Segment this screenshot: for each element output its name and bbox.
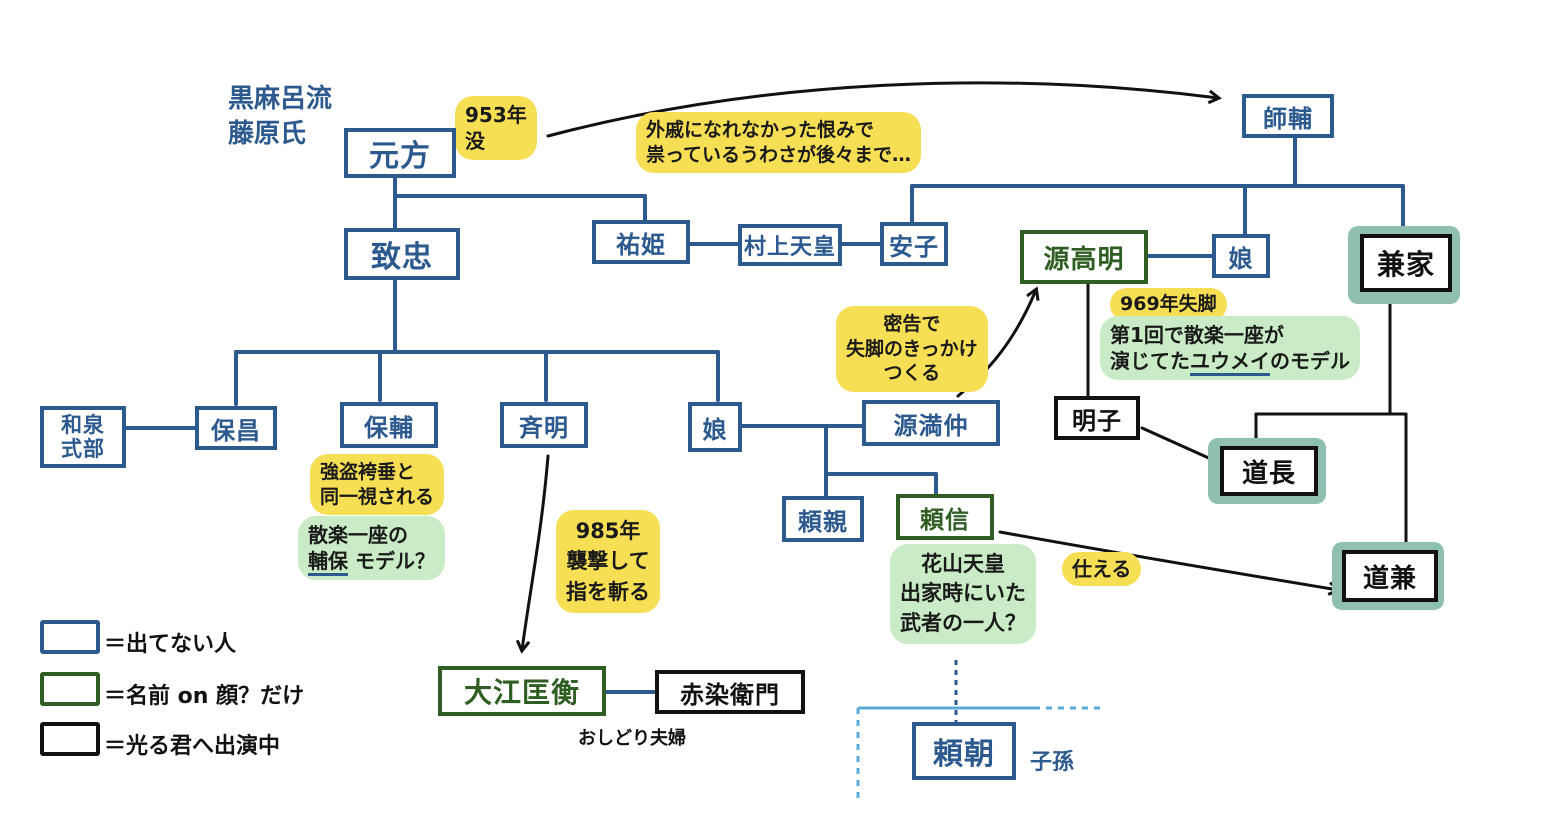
legend-box-black [40, 722, 100, 756]
node-akazome-emon[interactable]: 赤染衛門 [655, 670, 805, 714]
node-yorinobu[interactable]: 頼信 [896, 494, 994, 540]
note-yasusuke-model-suffix: モデル？ [348, 549, 435, 573]
node-michinaga[interactable]: 道長 [1220, 446, 1318, 496]
node-murakami[interactable]: 村上天皇 [738, 224, 842, 266]
node-oe-masahira[interactable]: 大江匡衡 [438, 666, 606, 716]
legend-box-blue [40, 620, 100, 654]
note-yasusuke-model-text: 散楽一座の [308, 523, 408, 547]
note-takaakira-model-suffix: のモデル [1270, 349, 1350, 373]
clan-label-line2: 藤原氏 [228, 119, 307, 150]
note-yasusuke-hakamadare: 強盗袴垂と 同一視される [310, 454, 445, 516]
legend-box-green [40, 672, 100, 706]
node-yorichika[interactable]: 頼親 [782, 496, 864, 542]
node-izumi-shikibu[interactable]: 和泉 式部 [40, 406, 126, 468]
node-takaakira[interactable]: 源高明 [1020, 230, 1148, 284]
node-anshi[interactable]: 安子 [880, 222, 948, 266]
legend-text-green: ＝名前 on 顔？だけ [104, 684, 305, 709]
node-sukehime[interactable]: 祐姫 [592, 220, 690, 264]
legend-text-blue: ＝出てない人 [104, 632, 237, 657]
label-shison: 子孫 [1030, 750, 1075, 775]
clan-label: 黒麻呂流 藤原氏 [228, 82, 332, 152]
note-serves: 仕える [1062, 552, 1142, 586]
note-yorinobu-kazan: 花山天皇 出家時にいた 武者の一人？ [890, 544, 1036, 645]
legend-text-black: ＝光る君へ出演中 [104, 734, 281, 759]
note-takaakira-fall: 969年失脚 [1110, 288, 1227, 321]
note-grudge: 外戚になれなかった恨みで 祟っているうわさが後々まで… [636, 112, 922, 174]
clan-label-line1: 黒麻呂流 [228, 84, 333, 114]
note-takaakira-model: 第1回で散楽一座が 演じてたユウメイのモデル [1100, 316, 1360, 380]
node-yasusuke[interactable]: 保輔 [340, 402, 438, 448]
node-morosuke[interactable]: 師輔 [1242, 94, 1334, 138]
label-oshidori: おしどり夫婦 [578, 728, 686, 749]
node-musume-left[interactable]: 娘 [688, 402, 742, 452]
node-akiko[interactable]: 明子 [1054, 396, 1140, 440]
node-munetada[interactable]: 致忠 [344, 228, 460, 280]
node-motokata[interactable]: 元方 [344, 128, 456, 178]
note-takaakira-model-underline: ユウメイ [1190, 349, 1270, 376]
node-yoritomo[interactable]: 頼朝 [912, 722, 1016, 780]
node-michikane[interactable]: 道兼 [1342, 550, 1438, 602]
note-mitsunaka-plot: 密告で 失脚のきっかけ つくる [836, 306, 988, 393]
node-tadaakira[interactable]: 斉明 [500, 402, 588, 448]
node-yasumasa[interactable]: 保昌 [195, 406, 277, 450]
note-tadaakira-attack: 985年 襲撃して 指を斬る [556, 510, 660, 614]
note-motokata-death: 953年 没 [455, 96, 537, 160]
node-musume-right[interactable]: 娘 [1212, 234, 1270, 278]
note-yasusuke-model: 散楽一座の 輔保 モデル？ [298, 516, 445, 580]
node-mitsunaka[interactable]: 源満仲 [862, 400, 1000, 446]
note-yasusuke-model-underline: 輔保 [308, 549, 348, 576]
node-kaneie[interactable]: 兼家 [1360, 234, 1452, 292]
note-takaakira-model-text: 第1回で散楽一座が 演じてた [1110, 323, 1284, 373]
